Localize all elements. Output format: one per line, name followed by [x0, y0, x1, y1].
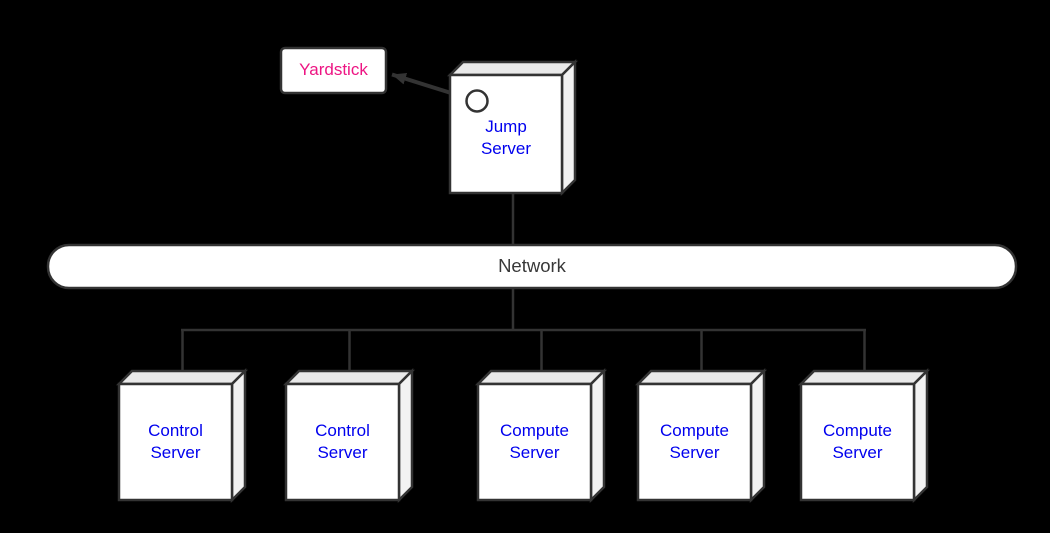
connector-port-circle	[465, 89, 489, 113]
jump-server-top-face	[446, 60, 579, 77]
yardstick-node	[279, 46, 388, 95]
server-node-5	[797, 367, 931, 504]
server-4-top-face	[634, 369, 768, 386]
server-5-side-face	[912, 367, 929, 504]
server-2-top-face	[282, 369, 416, 386]
server-5-top-face	[797, 369, 931, 386]
server-1-top-face	[115, 369, 249, 386]
server-2-front-face	[284, 382, 401, 502]
server-node-2	[282, 367, 416, 504]
server-node-4	[634, 367, 768, 504]
jump-server-node	[446, 58, 579, 197]
server-3-side-face	[589, 367, 606, 504]
server-4-side-face	[749, 367, 766, 504]
server-2-side-face	[397, 367, 414, 504]
jump-server-front-face	[448, 73, 564, 195]
server-5-front-face	[799, 382, 916, 502]
server-1-side-face	[230, 367, 247, 504]
server-node-3	[474, 367, 608, 504]
server-3-front-face	[476, 382, 593, 502]
server-node-1	[115, 367, 249, 504]
server-3-top-face	[474, 369, 608, 386]
server-1-front-face	[117, 382, 234, 502]
jump-server-side-face	[560, 58, 577, 197]
network-bus	[46, 243, 1018, 290]
server-4-front-face	[636, 382, 753, 502]
